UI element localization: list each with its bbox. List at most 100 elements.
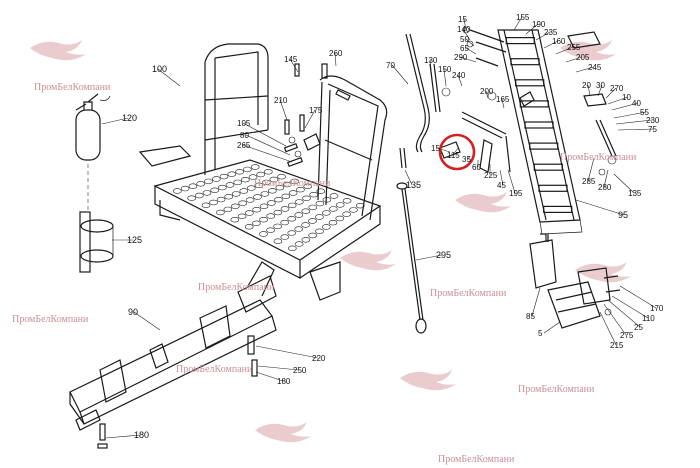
callout-90: 90: [128, 307, 138, 317]
callout-135-right: 135: [628, 189, 642, 198]
deck-hole: [269, 176, 279, 183]
deck-hole: [301, 208, 311, 214]
deck-hole: [328, 206, 338, 212]
callout-20: 20: [582, 81, 591, 90]
deck-hole: [287, 202, 297, 209]
leader-line: [607, 299, 641, 328]
callout-5: 5: [538, 329, 543, 338]
ladder-rung: [524, 121, 554, 129]
deck-hole: [328, 220, 338, 226]
callout-160: 160: [552, 37, 566, 46]
deck-hole: [349, 207, 358, 213]
leader-line: [462, 28, 471, 41]
deck-hole: [273, 209, 283, 216]
deck-hole: [294, 241, 304, 247]
deck-hole: [223, 206, 233, 213]
leader-line: [101, 117, 129, 125]
watermark-text: ПромБелКомпани: [254, 178, 331, 189]
deck-hole: [219, 173, 229, 180]
deck-hole: [355, 203, 365, 209]
leader-line: [279, 99, 288, 121]
deck-hole: [262, 179, 271, 186]
callout-225: 225: [484, 171, 498, 180]
deck-hole: [266, 200, 276, 206]
leader-line: [257, 365, 300, 371]
watermark-text: ПромБелКомпани: [176, 364, 253, 375]
leader-line: [457, 74, 463, 87]
deck-hole: [309, 192, 319, 198]
callout-105: 105: [237, 119, 251, 128]
callout-230: 230: [646, 116, 660, 125]
deck-hole: [201, 202, 211, 209]
watermark-text: ПромБелКомпани: [438, 454, 515, 465]
deck-hole: [315, 214, 324, 220]
highlight-circle: [438, 133, 476, 171]
leader-line: [304, 109, 316, 129]
leader-line: [605, 87, 617, 99]
leader-line: [157, 68, 181, 87]
deck-hole: [250, 164, 260, 170]
callout-85: 85: [526, 312, 535, 321]
deck-hole: [245, 197, 255, 203]
leader-line: [465, 47, 477, 55]
leader-line: [105, 434, 141, 439]
leader-line: [255, 345, 319, 359]
leader-line: [289, 58, 299, 73]
leader-line: [617, 128, 655, 131]
callout-50: 50: [460, 35, 469, 44]
deck-hole: [225, 182, 235, 188]
deck-hole: [196, 181, 205, 187]
deck-hole: [280, 234, 290, 240]
deck-hole: [218, 184, 227, 191]
callout-115: 115: [447, 151, 460, 160]
deck-hole: [287, 230, 297, 236]
deck-hole: [287, 245, 297, 252]
leader-line: [255, 371, 284, 382]
leader-line: [587, 157, 595, 182]
deck-hole: [296, 187, 305, 193]
callout-285: 285: [582, 177, 596, 186]
leader-line: [485, 90, 489, 99]
deck-hole: [230, 217, 240, 223]
callout-110: 110: [642, 314, 655, 323]
callout-45: 45: [497, 181, 506, 190]
callout-65: 65: [460, 44, 469, 53]
leader-line: [245, 134, 291, 156]
callout-180-a: 180: [277, 377, 291, 386]
callout-165: 165: [496, 95, 510, 104]
leader-line: [467, 155, 471, 160]
deck-hole: [335, 215, 345, 222]
deck-hole: [308, 204, 318, 211]
leader-line: [613, 173, 635, 194]
leader-line: [463, 18, 467, 31]
deck-hole: [281, 193, 291, 200]
watermark-text: ПромБелКомпани: [518, 384, 595, 395]
deck-hole: [294, 226, 304, 232]
leader-line: [531, 287, 541, 317]
callout-155: 155: [516, 13, 530, 22]
leader-line: [513, 16, 523, 31]
callout-100: 100: [152, 64, 167, 74]
deck-hole: [301, 222, 310, 228]
callout-15-mid: 15: [431, 144, 440, 153]
fire-extinguisher-icon: [75, 93, 111, 210]
deck-hole: [188, 183, 198, 189]
callout-leaders: [101, 16, 657, 439]
leader-line: [607, 96, 629, 105]
ladder-icon: [497, 29, 583, 235]
deck-hole: [294, 199, 304, 205]
callout-265: 265: [237, 141, 251, 150]
lower-step-icon: [529, 233, 621, 329]
deck-hole: [233, 179, 242, 186]
deck-hole: [224, 194, 233, 200]
ladder-rung: [538, 184, 568, 192]
watermark-text: ПромБелКомпани: [198, 282, 275, 293]
deck-hole: [247, 185, 256, 191]
deck-hole: [256, 171, 266, 178]
leader-line: [133, 311, 161, 331]
leader-line: [242, 144, 293, 163]
deck-hole: [235, 169, 244, 175]
deck-hole: [308, 232, 318, 239]
